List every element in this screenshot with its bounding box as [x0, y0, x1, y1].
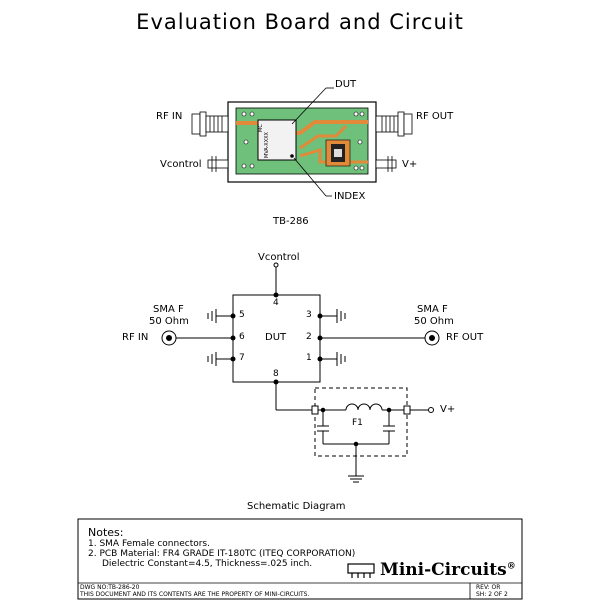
- schematic: [161, 262, 440, 483]
- pin-5-label: 5: [239, 310, 245, 320]
- pin-8-label: 8: [273, 369, 279, 379]
- footer-left: DWG NO:TB-286-20 THIS DOCUMENT AND ITS C…: [80, 584, 309, 598]
- filter-label: F1: [352, 418, 363, 428]
- board-index-label: INDEX: [334, 191, 366, 202]
- pin-2-label: 2: [306, 332, 312, 342]
- property-notice: THIS DOCUMENT AND ITS CONTENTS ARE THE P…: [80, 591, 310, 598]
- board-rf-out-label: RF OUT: [416, 111, 454, 122]
- notes-heading: Notes:: [88, 526, 124, 539]
- sheet-border: [77, 518, 523, 600]
- note-2: 2. PCB Material: FR4 GRADE IT-180TC (ITE…: [88, 549, 356, 559]
- note-2-continued: Dielectric Constant=4.5, Thickness=.025 …: [102, 559, 313, 569]
- board-vcontrol-label: Vcontrol: [160, 159, 202, 170]
- dut-leader: [291, 87, 327, 125]
- pin-1-label: 3: [306, 310, 312, 320]
- schematic-vplus-label: V+: [440, 404, 456, 415]
- sheet-number: SH: 2 OF 2: [476, 591, 508, 598]
- schematic-sma-right-impedance: 50 Ohm: [414, 316, 454, 327]
- evaluation-board: [191, 87, 413, 197]
- revision: REV: OR: [476, 584, 501, 591]
- rf-in-connector: [191, 111, 229, 137]
- pin-1-label-bottom: 1: [306, 353, 312, 363]
- brand-logo-text: Mini-Circuits®: [380, 560, 516, 580]
- board-rf-in-label: RF IN: [156, 111, 183, 122]
- vias: [241, 111, 365, 171]
- chip-marking-part: MVA-XXXX: [264, 132, 270, 158]
- schematic-rf-in-label: RF IN: [122, 332, 149, 343]
- page-title: Evaluation Board and Circuit: [136, 10, 464, 34]
- schematic-dut-label: DUT: [265, 332, 287, 343]
- footer-right: REV: OR SH: 2 OF 2: [476, 584, 508, 598]
- vcontrol-pin: [207, 156, 229, 172]
- board-dut-label: DUT: [335, 79, 357, 90]
- vplus-pin: [375, 156, 397, 172]
- board-vplus-label: V+: [402, 159, 418, 170]
- pin-4-label: 4: [273, 298, 279, 308]
- drawing-number: DWG NO:TB-286-20: [80, 584, 140, 591]
- filter-box: [314, 387, 408, 457]
- schematic-sma-left-type: SMA F: [153, 304, 184, 315]
- filter-mark: [334, 149, 342, 157]
- notes-block: Notes: 1. SMA Female connectors. 2. PCB …: [88, 526, 355, 569]
- schematic-sma-right-type: SMA F: [417, 304, 448, 315]
- pin-6-label: 6: [239, 332, 245, 342]
- index-leader: [293, 157, 327, 197]
- schematic-sma-left-impedance: 50 Ohm: [149, 316, 189, 327]
- rf-out-connector: [375, 111, 413, 137]
- board-part-number: TB-286: [273, 216, 309, 227]
- dut-chip: [257, 119, 297, 161]
- chip-marking-mc: MC: [258, 124, 264, 132]
- index-dot: [290, 154, 294, 158]
- schematic-vcontrol-label: Vcontrol: [258, 252, 300, 263]
- vcontrol-terminal: [273, 262, 279, 268]
- pin-7-label: 7: [239, 353, 245, 363]
- registered-mark: ®: [506, 561, 516, 572]
- schematic-rf-out-label: RF OUT: [446, 332, 484, 343]
- ctrl-trace: [299, 124, 348, 150]
- vplus-terminal: [428, 407, 434, 413]
- inductor: [345, 403, 383, 411]
- schematic-caption: Schematic Diagram: [247, 501, 346, 512]
- brand-name: Mini-Circuits: [380, 560, 507, 580]
- mini-circuits-logo-icon: [347, 563, 375, 578]
- note-1: 1. SMA Female connectors.: [88, 539, 210, 549]
